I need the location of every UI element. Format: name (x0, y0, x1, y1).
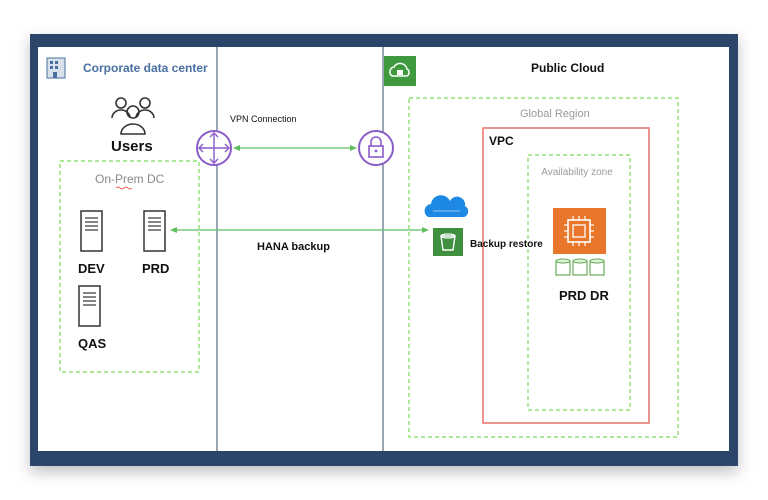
server-label-dev: DEV (78, 261, 105, 276)
global-region-label: Global Region (520, 108, 590, 120)
users-icon (111, 97, 155, 135)
vpn-lock-icon (358, 130, 394, 166)
vpc-label: VPC (489, 134, 514, 148)
server-label-qas: QAS (78, 336, 107, 351)
onprem-dc-label: On-Prem DC (95, 172, 165, 186)
cloud-lock-icon (384, 56, 416, 86)
building-icon (46, 57, 66, 79)
vpn-connection-label: VPN Connection (230, 114, 297, 124)
corporate-data-center-header: Corporate data center (83, 61, 208, 75)
server-label-prd: PRD (142, 261, 170, 276)
hana-backup-arrow (170, 227, 429, 233)
s3-bucket-icon (433, 228, 463, 256)
availability-zone-label: Availability zone (541, 167, 613, 178)
vpc-box (482, 127, 650, 424)
server-icon-prd (143, 210, 166, 252)
prd-dr-label: PRD DR (559, 288, 609, 303)
vpn-connection-arrow (233, 145, 357, 151)
backup-restore-label: Backup restore (470, 239, 543, 250)
spellcheck-underline (115, 186, 133, 190)
ebs-volume-icon (555, 258, 605, 276)
server-icon-dev (80, 210, 103, 252)
users-label: Users (111, 138, 153, 155)
ec2-chip-icon (553, 208, 606, 254)
router-icon (196, 130, 232, 166)
public-cloud-header: Public Cloud (531, 61, 605, 75)
cloud-icon (424, 195, 469, 217)
server-icon-qas (78, 285, 101, 327)
global-region-box (408, 97, 679, 438)
availability-zone-box (527, 154, 631, 411)
hana-backup-label: HANA backup (257, 241, 330, 253)
